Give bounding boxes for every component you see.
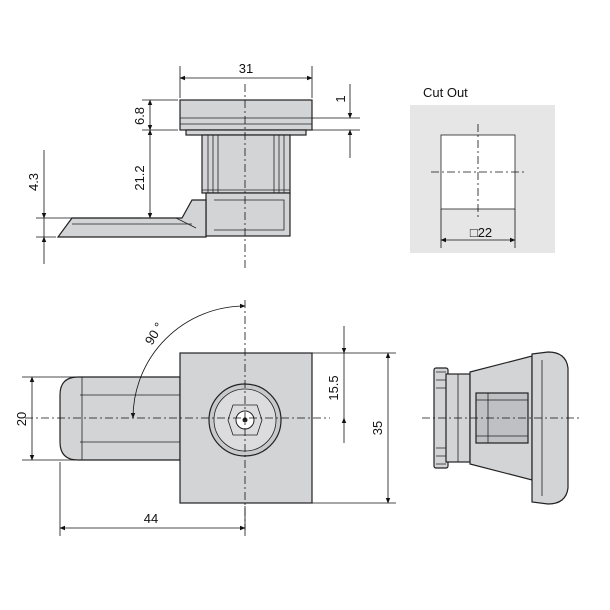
top-view: 31 6.8 21.2 4.3 1 bbox=[26, 61, 360, 268]
cap-top bbox=[179, 99, 313, 131]
dim-body-21-2: 21.2 bbox=[132, 165, 147, 190]
front-view: 90 ° 20 44 15.5 35 bbox=[14, 300, 396, 536]
body-lower bbox=[205, 192, 291, 237]
side-view bbox=[422, 351, 580, 505]
dim-width-31: 31 bbox=[239, 61, 253, 76]
dim-tongue-4-3: 4.3 bbox=[26, 173, 41, 191]
dim-offset-15-5: 15.5 bbox=[326, 375, 341, 400]
side-flange-front bbox=[531, 351, 569, 505]
key-slot bbox=[227, 404, 263, 436]
body-upper bbox=[201, 134, 291, 194]
dim-tongue-width-20: 20 bbox=[14, 412, 29, 426]
dim-cap-6-8: 6.8 bbox=[132, 107, 147, 125]
cutout-title: Cut Out bbox=[423, 85, 468, 100]
dim-height-35: 35 bbox=[370, 421, 385, 435]
front-tongue bbox=[59, 376, 181, 461]
cutout-size: □22 bbox=[470, 225, 492, 240]
rotation-arc bbox=[130, 303, 246, 419]
cam-tongue bbox=[56, 199, 207, 238]
dim-angle-90: 90 ° bbox=[142, 320, 167, 348]
dim-reach-44: 44 bbox=[144, 511, 158, 526]
cutout-panel: Cut Out □22 bbox=[410, 85, 555, 253]
dim-gap-1: 1 bbox=[333, 95, 348, 102]
